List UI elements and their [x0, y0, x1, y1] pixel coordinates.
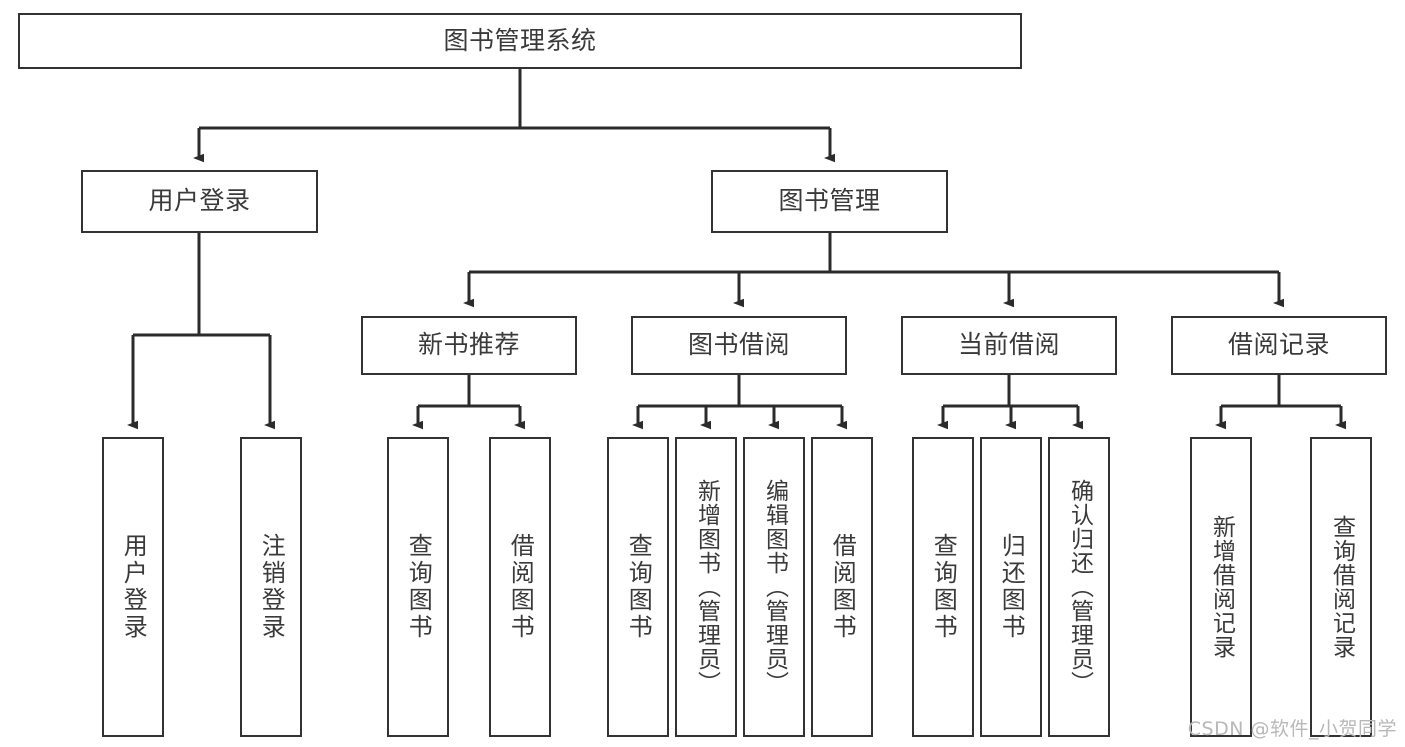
node-label: 图书管理系统 [443, 25, 597, 55]
node-label: 新增图书（管理员） [693, 479, 720, 695]
node-label: 借阅记录 [1227, 330, 1330, 360]
leaf-book-borrow-query-books[interactable]: 查询图书 [607, 437, 669, 737]
leaf-current-borrow-confirm-return-admin[interactable]: 确认归还（管理员） [1048, 437, 1110, 737]
node-label: 新增借阅记录 [1208, 515, 1235, 659]
node-current-borrow[interactable]: 当前借阅 [901, 316, 1117, 375]
node-user-login[interactable]: 用户登录 [81, 170, 318, 233]
leaf-new-book-query-books[interactable]: 查询图书 [387, 437, 449, 737]
node-label: 图书管理 [778, 186, 881, 216]
leaf-new-book-borrow-books[interactable]: 借阅图书 [489, 437, 551, 737]
node-new-book-recommend[interactable]: 新书推荐 [361, 316, 577, 375]
node-label: 图书借阅 [687, 330, 790, 360]
node-label: 用户登录 [148, 186, 251, 216]
leaf-borrow-record-query-record[interactable]: 查询借阅记录 [1310, 437, 1372, 737]
leaf-current-borrow-return-books[interactable]: 归还图书 [980, 437, 1042, 737]
node-label: 新书推荐 [417, 330, 520, 360]
leaf-book-borrow-edit-book-admin[interactable]: 编辑图书（管理员） [743, 437, 805, 737]
leaf-current-borrow-query-books[interactable]: 查询图书 [912, 437, 974, 737]
node-label: 查询图书 [404, 533, 433, 641]
node-label: 查询借阅记录 [1328, 515, 1355, 659]
node-label: 查询图书 [624, 533, 653, 641]
node-label: 注销登录 [257, 533, 286, 641]
node-label: 借阅图书 [506, 533, 535, 641]
node-book-borrow[interactable]: 图书借阅 [631, 316, 847, 375]
node-label: 借阅图书 [828, 533, 857, 641]
leaf-user-login[interactable]: 用户登录 [102, 437, 164, 737]
node-label: 当前借阅 [957, 330, 1060, 360]
node-label: 编辑图书（管理员） [761, 479, 788, 695]
node-borrow-record[interactable]: 借阅记录 [1171, 316, 1387, 375]
leaf-borrow-record-add-record[interactable]: 新增借阅记录 [1190, 437, 1252, 737]
leaf-book-borrow-borrow-books[interactable]: 借阅图书 [811, 437, 873, 737]
node-label: 用户登录 [119, 533, 148, 641]
node-book-management[interactable]: 图书管理 [711, 170, 948, 233]
node-root-library-management-system[interactable]: 图书管理系统 [18, 13, 1022, 69]
leaf-book-borrow-add-book-admin[interactable]: 新增图书（管理员） [675, 437, 737, 737]
node-label: 确认归还（管理员） [1066, 479, 1093, 695]
leaf-user-logout[interactable]: 注销登录 [240, 437, 302, 737]
node-label: 查询图书 [929, 533, 958, 641]
node-label: 归还图书 [997, 533, 1026, 641]
